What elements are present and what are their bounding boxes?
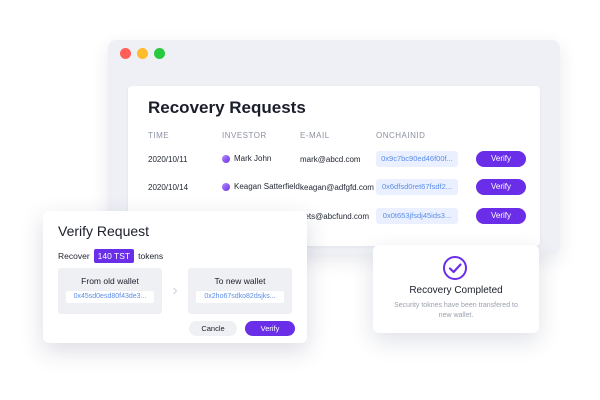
new-wallet-address[interactable]: 0x2ho67sdko82dsjks... [196,291,284,303]
onchainid-chip[interactable]: 0x0t653jfsdj45ids3... [376,208,458,224]
header-investor: INVESTOR [222,131,267,140]
modal-title: Verify Request [58,223,150,239]
modal-verify-button[interactable]: Verify [245,321,295,336]
recovery-requests-panel: Recovery Requests TIME INVESTOR E-MAIL O… [128,86,540,246]
investor-name: Keagan Satterfield [234,182,300,191]
completed-title: Recovery Completed [409,285,503,296]
row-investor: Keagan Satterfield [222,182,300,191]
completed-description: Security toknes have been transfered to … [394,302,518,319]
avatar [222,182,230,191]
page-title: Recovery Requests [148,98,306,117]
minimize-dot-icon[interactable] [137,48,148,59]
header-onchainid: ONCHAINID [376,131,426,140]
header-time: TIME [148,131,170,140]
verify-button[interactable]: Verify [476,151,526,167]
token-amount-badge: 140 TST [93,249,135,263]
row-time: 2020/10/11 [148,155,188,164]
verify-button[interactable]: Verify [476,208,526,224]
onchainid-chip[interactable]: 0x6dfsd0ret67fsdf2... [376,179,458,195]
table-row: 2020/10/11 Mark John mark@abcd.com 0x9c7… [148,149,528,171]
new-wallet-box: To new wallet 0x2ho67sdko82dsjks... [188,268,292,314]
old-wallet-box: From old wallet 0x45sd0esd80f43de3... [58,268,162,314]
verify-request-modal: Verify Request Recover 140 TST tokens Fr… [43,211,307,343]
new-wallet-label: To new wallet [214,276,266,286]
old-wallet-label: From old wallet [81,276,139,286]
old-wallet-address[interactable]: 0x45sd0esd80f43de3... [66,291,154,303]
verify-button[interactable]: Verify [476,179,526,195]
recover-suffix: tokens [138,251,164,261]
cancel-button[interactable]: Cancle [189,321,237,336]
investor-name: Mark John [234,154,272,163]
recover-prefix: Recover [58,251,90,261]
close-dot-icon[interactable] [120,48,131,59]
table-row: 2020/10/14 Keagan Satterfield keagan@adf… [148,177,528,199]
row-email: assets@abcfund.com [292,212,370,221]
maximize-dot-icon[interactable] [154,48,165,59]
recover-summary: Recover 140 TST tokens [58,249,163,263]
check-circle-icon [443,256,467,280]
row-time: 2020/10/14 [148,183,189,192]
row-investor: Mark John [222,154,271,163]
onchainid-chip[interactable]: 0x9c7bc90ed46f00f... [376,151,458,167]
avatar [222,154,230,163]
row-email: mark@abcd.com [300,155,361,164]
row-email: keagan@adfgfd.com [300,183,374,192]
recovery-completed-card: Recovery Completed Security toknes have … [373,245,539,333]
browser-window: Recovery Requests TIME INVESTOR E-MAIL O… [108,40,560,254]
header-email: E-MAIL [300,131,330,140]
table-row: assets@abcfund.com 0x0t653jfsdj45ids3...… [148,206,528,228]
chevron-right-icon: › [172,282,178,299]
window-controls [120,48,165,59]
